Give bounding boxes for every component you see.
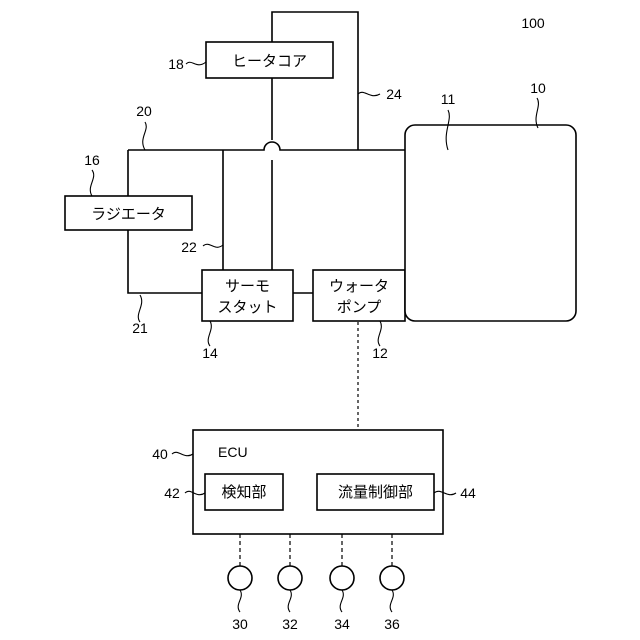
ecu-label: ECU <box>218 444 248 460</box>
sensor-30 <box>228 566 252 590</box>
heater-passage-line <box>272 12 358 150</box>
ref-36: 36 <box>384 616 400 632</box>
ref-21: 21 <box>132 320 148 336</box>
sensors <box>228 566 404 590</box>
ref-30: 30 <box>232 616 248 632</box>
detection-unit-label: 検知部 <box>221 483 266 501</box>
ref-16: 16 <box>84 152 100 168</box>
sensor-36 <box>380 566 404 590</box>
water-pump-label-line1: ウォータ <box>329 277 389 295</box>
ref-42: 42 <box>164 485 180 501</box>
thermostat-label-line1: サーモ <box>225 277 270 295</box>
ref-24: 24 <box>386 86 402 102</box>
sensor-32 <box>278 566 302 590</box>
leader-36 <box>390 590 393 612</box>
ref-100: 100 <box>521 15 545 31</box>
radiator-inlet-line <box>128 142 407 150</box>
radiator-label: ラジエータ <box>91 205 166 223</box>
leader-34 <box>340 590 343 612</box>
flow-control-unit-label: 流量制御部 <box>338 483 413 501</box>
leader-16 <box>90 170 93 196</box>
ref-18: 18 <box>168 56 184 72</box>
ref-10: 10 <box>530 80 546 96</box>
leader-18 <box>186 62 206 65</box>
ref-22: 22 <box>181 239 197 255</box>
ref-12: 12 <box>372 345 388 361</box>
leader-12 <box>378 321 381 346</box>
leader-32 <box>288 590 291 612</box>
ref-32: 32 <box>282 616 298 632</box>
ref-34: 34 <box>334 616 350 632</box>
leader-10 <box>536 98 538 128</box>
leader-14 <box>208 321 211 346</box>
leader-22 <box>203 244 223 247</box>
water-pump-label-line2: ポンプ <box>337 298 382 316</box>
sensor-34 <box>330 566 354 590</box>
ref-14: 14 <box>202 345 218 361</box>
sensor-lines <box>240 534 392 566</box>
leader-40 <box>172 452 193 455</box>
ref-11: 11 <box>441 91 456 107</box>
leader-21 <box>138 295 141 322</box>
leader-20 <box>143 122 147 150</box>
leader-24 <box>358 92 380 95</box>
thermostat-label-line2: スタット <box>217 298 277 316</box>
ref-20: 20 <box>136 103 152 119</box>
heater-core-label: ヒータコア <box>232 52 307 70</box>
engine-box <box>405 125 576 321</box>
ref-44: 44 <box>460 485 476 501</box>
ref-40: 40 <box>152 446 168 462</box>
leader-30 <box>238 590 241 612</box>
